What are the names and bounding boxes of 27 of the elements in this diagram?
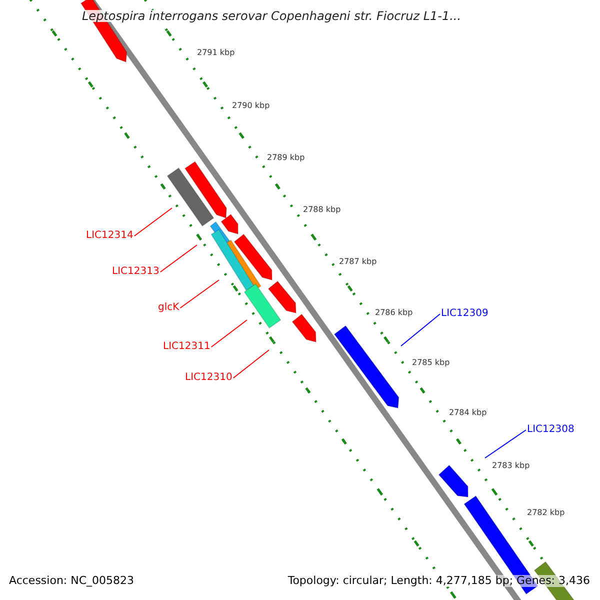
- gene-label: LIC12310: [185, 372, 232, 384]
- leader-line: [484, 430, 526, 458]
- genome-info-text: Topology: circular; Length: 4,277,185 bp; Genes: 3,436: [288, 575, 590, 587]
- gene-label: glcK: [158, 302, 180, 314]
- gene-label: LIC12308: [527, 424, 574, 436]
- leader-line: [180, 280, 220, 308]
- title: Leptospira interrogans serovar Copenhageni str. Fiocruz L1-1...: [82, 10, 462, 22]
- accession-text: Accession: NC_005823: [9, 575, 134, 587]
- gene-label: LIC12313: [112, 266, 160, 278]
- scale-label: 2790 kbp: [232, 100, 270, 112]
- scale-label: 2786 kbp: [375, 307, 413, 319]
- scale-label: 2783 kbp: [492, 460, 530, 472]
- scale-label: 2791 kbp: [197, 47, 235, 59]
- scale-label: 2789 kbp: [267, 152, 305, 164]
- scale-label: 2782 kbp: [527, 507, 565, 519]
- leader-line: [134, 208, 172, 236]
- leader-line: [160, 244, 198, 272]
- gene-label: LIC12309: [441, 308, 488, 320]
- leader-line: [400, 314, 440, 346]
- leader-line: [210, 320, 248, 348]
- scale-label: 2788 kbp: [303, 204, 341, 216]
- scale-label: 2787 kbp: [339, 256, 377, 268]
- scale-label: 2784 kbp: [449, 407, 487, 419]
- scale-label: 2785 kbp: [412, 357, 450, 369]
- gene-label: LIC12311: [163, 341, 210, 353]
- leader-line: [232, 350, 270, 378]
- gene-label: LIC12314: [86, 230, 134, 242]
